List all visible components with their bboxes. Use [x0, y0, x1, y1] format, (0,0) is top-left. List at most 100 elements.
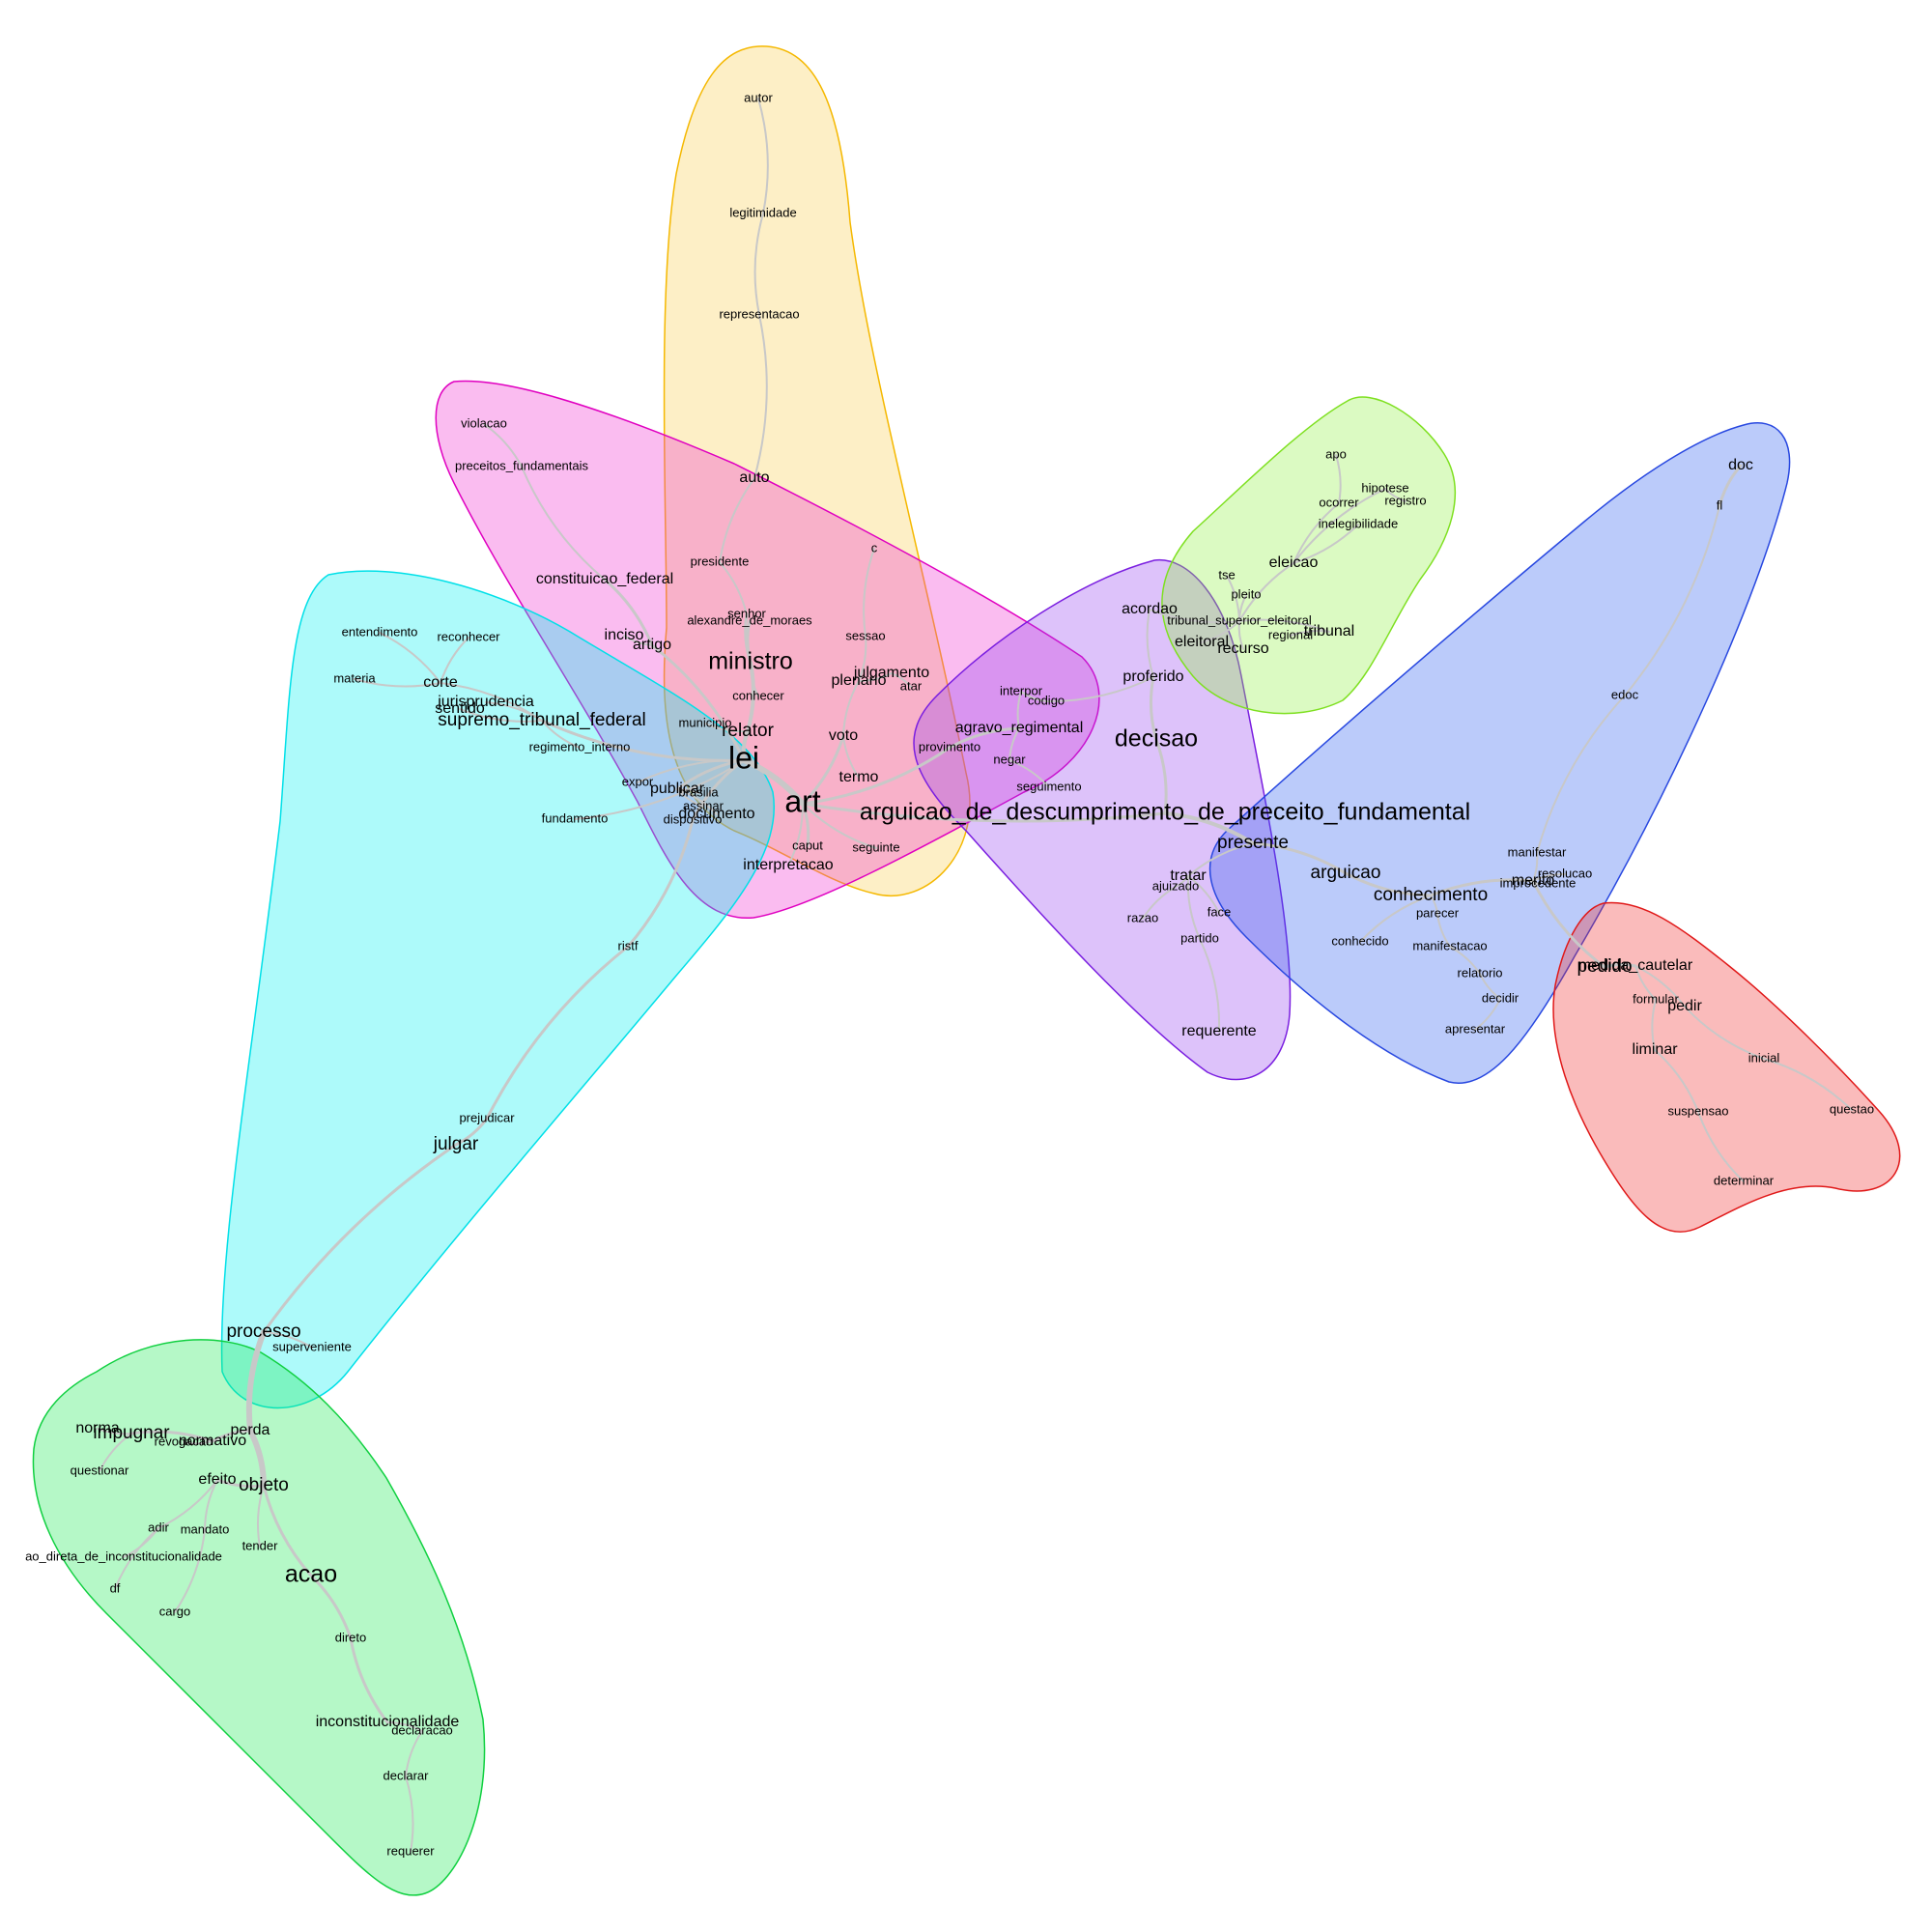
edge-merito-manifestar: [1532, 852, 1539, 882]
word-normativo: normativo: [179, 1433, 246, 1449]
edge-fl-doc: [1718, 464, 1743, 508]
word-julgamento: julgamento: [853, 665, 929, 681]
word-direto: direto: [335, 1630, 367, 1644]
edge-efeito-adir: [157, 1479, 218, 1529]
edge-pedir-inicial: [1684, 1006, 1765, 1060]
word-processo: processo: [226, 1321, 300, 1342]
word-arguicao-de-descumprimento-de-preceito-fundamental: arguicao_de_descumprimento_de_preceito_f…: [860, 799, 1470, 826]
word-razao: razao: [1127, 910, 1159, 924]
edge-lei-art: [741, 757, 806, 807]
cluster-blue: [1208, 422, 1791, 1084]
word-conhecimento: conhecimento: [1374, 885, 1488, 905]
word-manifestar: manifestar: [1508, 844, 1567, 859]
word-inelegibilidade: inelegibilidade: [1319, 516, 1398, 530]
edge-plenario-sessao: [858, 636, 867, 682]
word-codigo: codigo: [1028, 693, 1065, 707]
word-ministro: ministro: [708, 648, 793, 675]
word-seguimento: seguimento: [1016, 779, 1081, 793]
edge-merito-pedido: [1531, 879, 1606, 969]
edge-supremo_tribunal_federal-jurisprudencia: [485, 701, 543, 722]
word-mandato: mandato: [181, 1521, 230, 1536]
word-art: art: [784, 783, 820, 818]
word-proferido: proferido: [1122, 668, 1183, 685]
word-efeito: efeito: [198, 1471, 236, 1488]
word-acordao: acordao: [1122, 601, 1178, 617]
graph-edges: [97, 98, 1853, 1853]
edge-parecer-manifestacao: [1436, 913, 1451, 948]
word-negar: negar: [993, 752, 1026, 766]
edge-codigo-proferido: [1045, 676, 1154, 703]
word-preceitos-fundamentais: preceitos_fundamentais: [455, 458, 589, 472]
word-atar: atar: [900, 678, 923, 693]
edge-objeto-tender: [256, 1485, 265, 1548]
word-objeto: objeto: [239, 1475, 289, 1495]
edge-ocorrer-apo: [1335, 454, 1342, 504]
edge-art-caput: [801, 802, 810, 848]
word-resolucao: resolucao: [1538, 866, 1592, 880]
word-agravo-regimental: agravo_regimental: [955, 720, 1084, 736]
edge-provimento-agravo_regimental: [948, 726, 1021, 750]
edge-perda-objeto: [247, 1428, 267, 1489]
word-c: c: [871, 540, 878, 554]
word-alexandre-de-moraes: alexandre_de_moraes: [687, 612, 812, 627]
word-interpor: interpor: [1000, 683, 1043, 697]
word-cargo: cargo: [159, 1604, 191, 1618]
word-apresentar: apresentar: [1445, 1021, 1506, 1036]
word-conhecido: conhecido: [1331, 933, 1388, 948]
cluster-hulls: [32, 45, 1901, 1896]
edge-tribunal_superior_eleitoral-tribunal: [1238, 618, 1330, 633]
word-presidente: presidente: [691, 554, 750, 568]
word-liminar: liminar: [1632, 1041, 1678, 1058]
word-questao: questao: [1830, 1101, 1874, 1116]
edge-corte-materia: [354, 678, 441, 688]
edge-decisao-arguicao_de_descumprimento_de_preceito_fundamental: [1154, 738, 1168, 815]
word-eleitoral: eleitoral: [1175, 634, 1229, 650]
edge-mandato-cargo: [174, 1529, 206, 1613]
word-caput: caput: [792, 838, 823, 852]
word-medida-cautelar: medida_cautelar: [1578, 957, 1693, 974]
word-publicar: publicar: [650, 781, 705, 797]
edge-conhecimento-parecer: [1430, 895, 1438, 915]
word-interpretacao: interpretacao: [743, 857, 833, 873]
word-brasilia: brasilia: [678, 784, 719, 799]
word-relator: relator: [722, 721, 775, 741]
edge-proferido-decisao: [1149, 675, 1158, 742]
cluster-cyan: [220, 570, 775, 1409]
edge-legitimidade-representacao: [753, 213, 764, 316]
word-senhor: senhor: [727, 606, 766, 620]
word-pleito: pleito: [1231, 586, 1261, 601]
edge-voto-termo: [842, 735, 860, 779]
word-parecer: parecer: [1416, 905, 1460, 920]
word-questionar: questionar: [71, 1463, 129, 1477]
edge-eleicao-hipotese: [1293, 488, 1386, 564]
word-plenario: plenario: [832, 672, 887, 689]
cluster-lime: [1161, 396, 1457, 715]
word-termo: termo: [839, 769, 879, 785]
edge-julgamento-atar: [891, 672, 912, 688]
word-labels: autorlegitimidaderepresentacaoautocpresi…: [25, 90, 1874, 1858]
edge-tribunal_superior_eleitoral-eleitoral: [1201, 620, 1240, 643]
edge-impugnar-questionar: [99, 1433, 132, 1472]
word-regional: regional: [1268, 627, 1313, 641]
word-tratar: tratar: [1170, 867, 1207, 884]
word-entendimento: entendimento: [342, 624, 418, 639]
edge-supremo_tribunal_federal-sentido: [459, 708, 543, 723]
edge-corte-reconhecer: [440, 637, 469, 684]
edge-preceitos_fundamentais-violacao: [483, 423, 523, 468]
edge-art-seguinte: [802, 803, 877, 849]
word-expor: expor: [622, 774, 654, 788]
word-decisao: decisao: [1115, 725, 1198, 753]
edge-autor-legitimidade: [757, 98, 769, 214]
edge-artigo-inciso: [623, 635, 653, 646]
edge-lei-supremo_tribunal_federal: [540, 719, 746, 762]
edge-dispositivo-ristf: [626, 818, 695, 949]
edge-processo-superveniente: [263, 1331, 313, 1349]
edge-manifestacao-relatorio: [1449, 946, 1481, 975]
edge-ristf-prejudicar: [485, 945, 630, 1121]
word-municipio: municipio: [679, 715, 732, 729]
edge-liminar-suspensao: [1654, 1049, 1699, 1113]
word-presente: presente: [1217, 833, 1289, 853]
edge-impugnar-norma: [97, 1428, 132, 1435]
cluster-red: [1552, 901, 1901, 1233]
